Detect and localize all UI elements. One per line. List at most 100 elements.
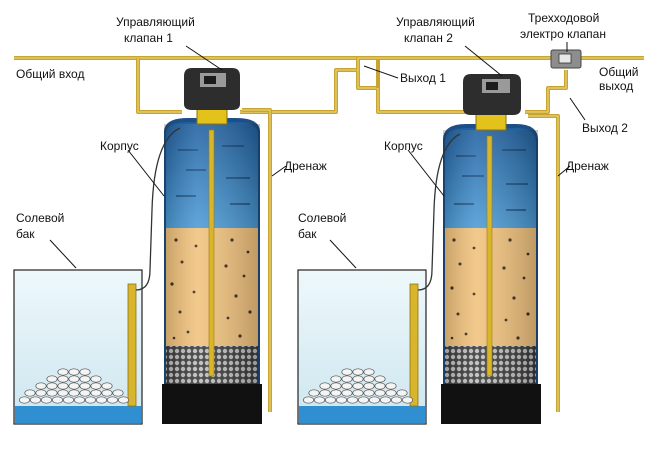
label-common-outlet-line2: выход (599, 79, 633, 93)
salt-tablet (35, 389, 47, 397)
label-outlet-2: Выход 2 (582, 121, 628, 135)
brine-tank-2 (297, 269, 427, 425)
salt-tablet (62, 396, 75, 404)
salt-tablet (341, 389, 353, 397)
salt-tablet (374, 389, 386, 397)
salt-tablet (401, 396, 414, 404)
label-control-valve-2-line1: Управляющий (396, 15, 475, 29)
tank-base (162, 384, 262, 424)
salt-tablet (302, 396, 315, 404)
label-common-inlet: Общий вход (16, 67, 84, 81)
tank-base (441, 384, 541, 424)
salt-tablet (319, 389, 331, 397)
salt-tablet (46, 375, 58, 383)
salt-tablet (385, 382, 397, 390)
valve-collar (475, 113, 507, 131)
brine-hose-1 (135, 127, 181, 291)
salt-tablet (341, 375, 353, 383)
salt-tablet (79, 368, 91, 376)
salt-tablet (341, 382, 353, 390)
salt-tablet (330, 382, 342, 390)
salt-tablet (24, 389, 36, 397)
salt-tablet (374, 375, 386, 383)
salt-tablet (352, 389, 364, 397)
salt-tablet (29, 396, 42, 404)
labels: Управляющий клапан 1 Управляющий клапан … (16, 11, 639, 241)
salt-tablet (308, 389, 320, 397)
label-brine-tank-2-line2: бак (298, 227, 317, 241)
brine-well (127, 283, 137, 407)
salt-tablet (35, 382, 47, 390)
salt-tablet (363, 368, 375, 376)
three-way-valve (550, 49, 582, 69)
label-control-valve-1-line1: Управляющий (116, 15, 195, 29)
salt-tablet (57, 375, 69, 383)
salt-tablet (319, 382, 331, 390)
salt-tablet (90, 382, 102, 390)
salt-tablet (341, 368, 353, 376)
label-drain-2: Дренаж (566, 159, 609, 173)
salt-tablets (18, 368, 130, 404)
salt-tablet (46, 389, 58, 397)
brine-tank-1 (13, 269, 143, 425)
salt-tablet (363, 382, 375, 390)
label-brine-tank-2-line1: Солевой (298, 211, 346, 225)
salt-tablet (101, 389, 113, 397)
salt-tablet (79, 389, 91, 397)
salt-tablet (368, 396, 381, 404)
salt-tablet (79, 382, 91, 390)
salt-tablet (57, 382, 69, 390)
riser-tube (486, 135, 493, 377)
salt-tablet (117, 396, 130, 404)
label-brine-tank-1-line2: бак (16, 227, 35, 241)
label-housing-2: Корпус (384, 139, 423, 153)
salt-tablet (73, 396, 86, 404)
salt-tablet (51, 396, 64, 404)
label-outlet-1: Выход 1 (400, 71, 446, 85)
salt-tablet (40, 396, 53, 404)
salt-tablet (379, 396, 392, 404)
salt-tablet (313, 396, 326, 404)
salt-tablet (357, 396, 370, 404)
label-control-valve-2-line2: клапан 2 (404, 31, 453, 45)
softener-tank-1 (162, 68, 262, 424)
salt-tablet (18, 396, 31, 404)
salt-tablet (57, 389, 69, 397)
brine-well (409, 283, 419, 407)
salt-tablet (346, 396, 359, 404)
salt-tablet (68, 375, 80, 383)
salt-tablet (112, 389, 124, 397)
salt-tablet (46, 382, 58, 390)
brine-hose-2 (417, 133, 461, 291)
salt-tablet (68, 368, 80, 376)
label-common-outlet-line1: Общий (599, 65, 639, 79)
salt-tablets (302, 368, 414, 404)
salt-tablet (84, 396, 97, 404)
salt-tablet (363, 389, 375, 397)
salt-tablet (363, 375, 375, 383)
salt-tablet (330, 389, 342, 397)
salt-tablet (68, 382, 80, 390)
label-drain-1: Дренаж (284, 159, 327, 173)
label-housing-1: Корпус (100, 139, 139, 153)
salt-tablet (374, 382, 386, 390)
pipe-network (14, 56, 644, 412)
salt-tablet (90, 389, 102, 397)
salt-tablet (95, 396, 108, 404)
salt-tablet (330, 375, 342, 383)
salt-tablet (335, 396, 348, 404)
salt-tablet (390, 396, 403, 404)
salt-tablet (324, 396, 337, 404)
salt-tablet (396, 389, 408, 397)
salt-tablet (101, 382, 113, 390)
salt-tablet (90, 375, 102, 383)
label-control-valve-1-line2: клапан 1 (124, 31, 173, 45)
softener-tank-2 (441, 74, 541, 424)
riser-tube (208, 129, 215, 377)
salt-tablet (57, 368, 69, 376)
label-three-way-valve-line2: электро клапан (520, 27, 606, 41)
salt-tablet (79, 375, 91, 383)
salt-tablet (352, 382, 364, 390)
label-three-way-valve-line1: Трехходовой (528, 11, 599, 25)
